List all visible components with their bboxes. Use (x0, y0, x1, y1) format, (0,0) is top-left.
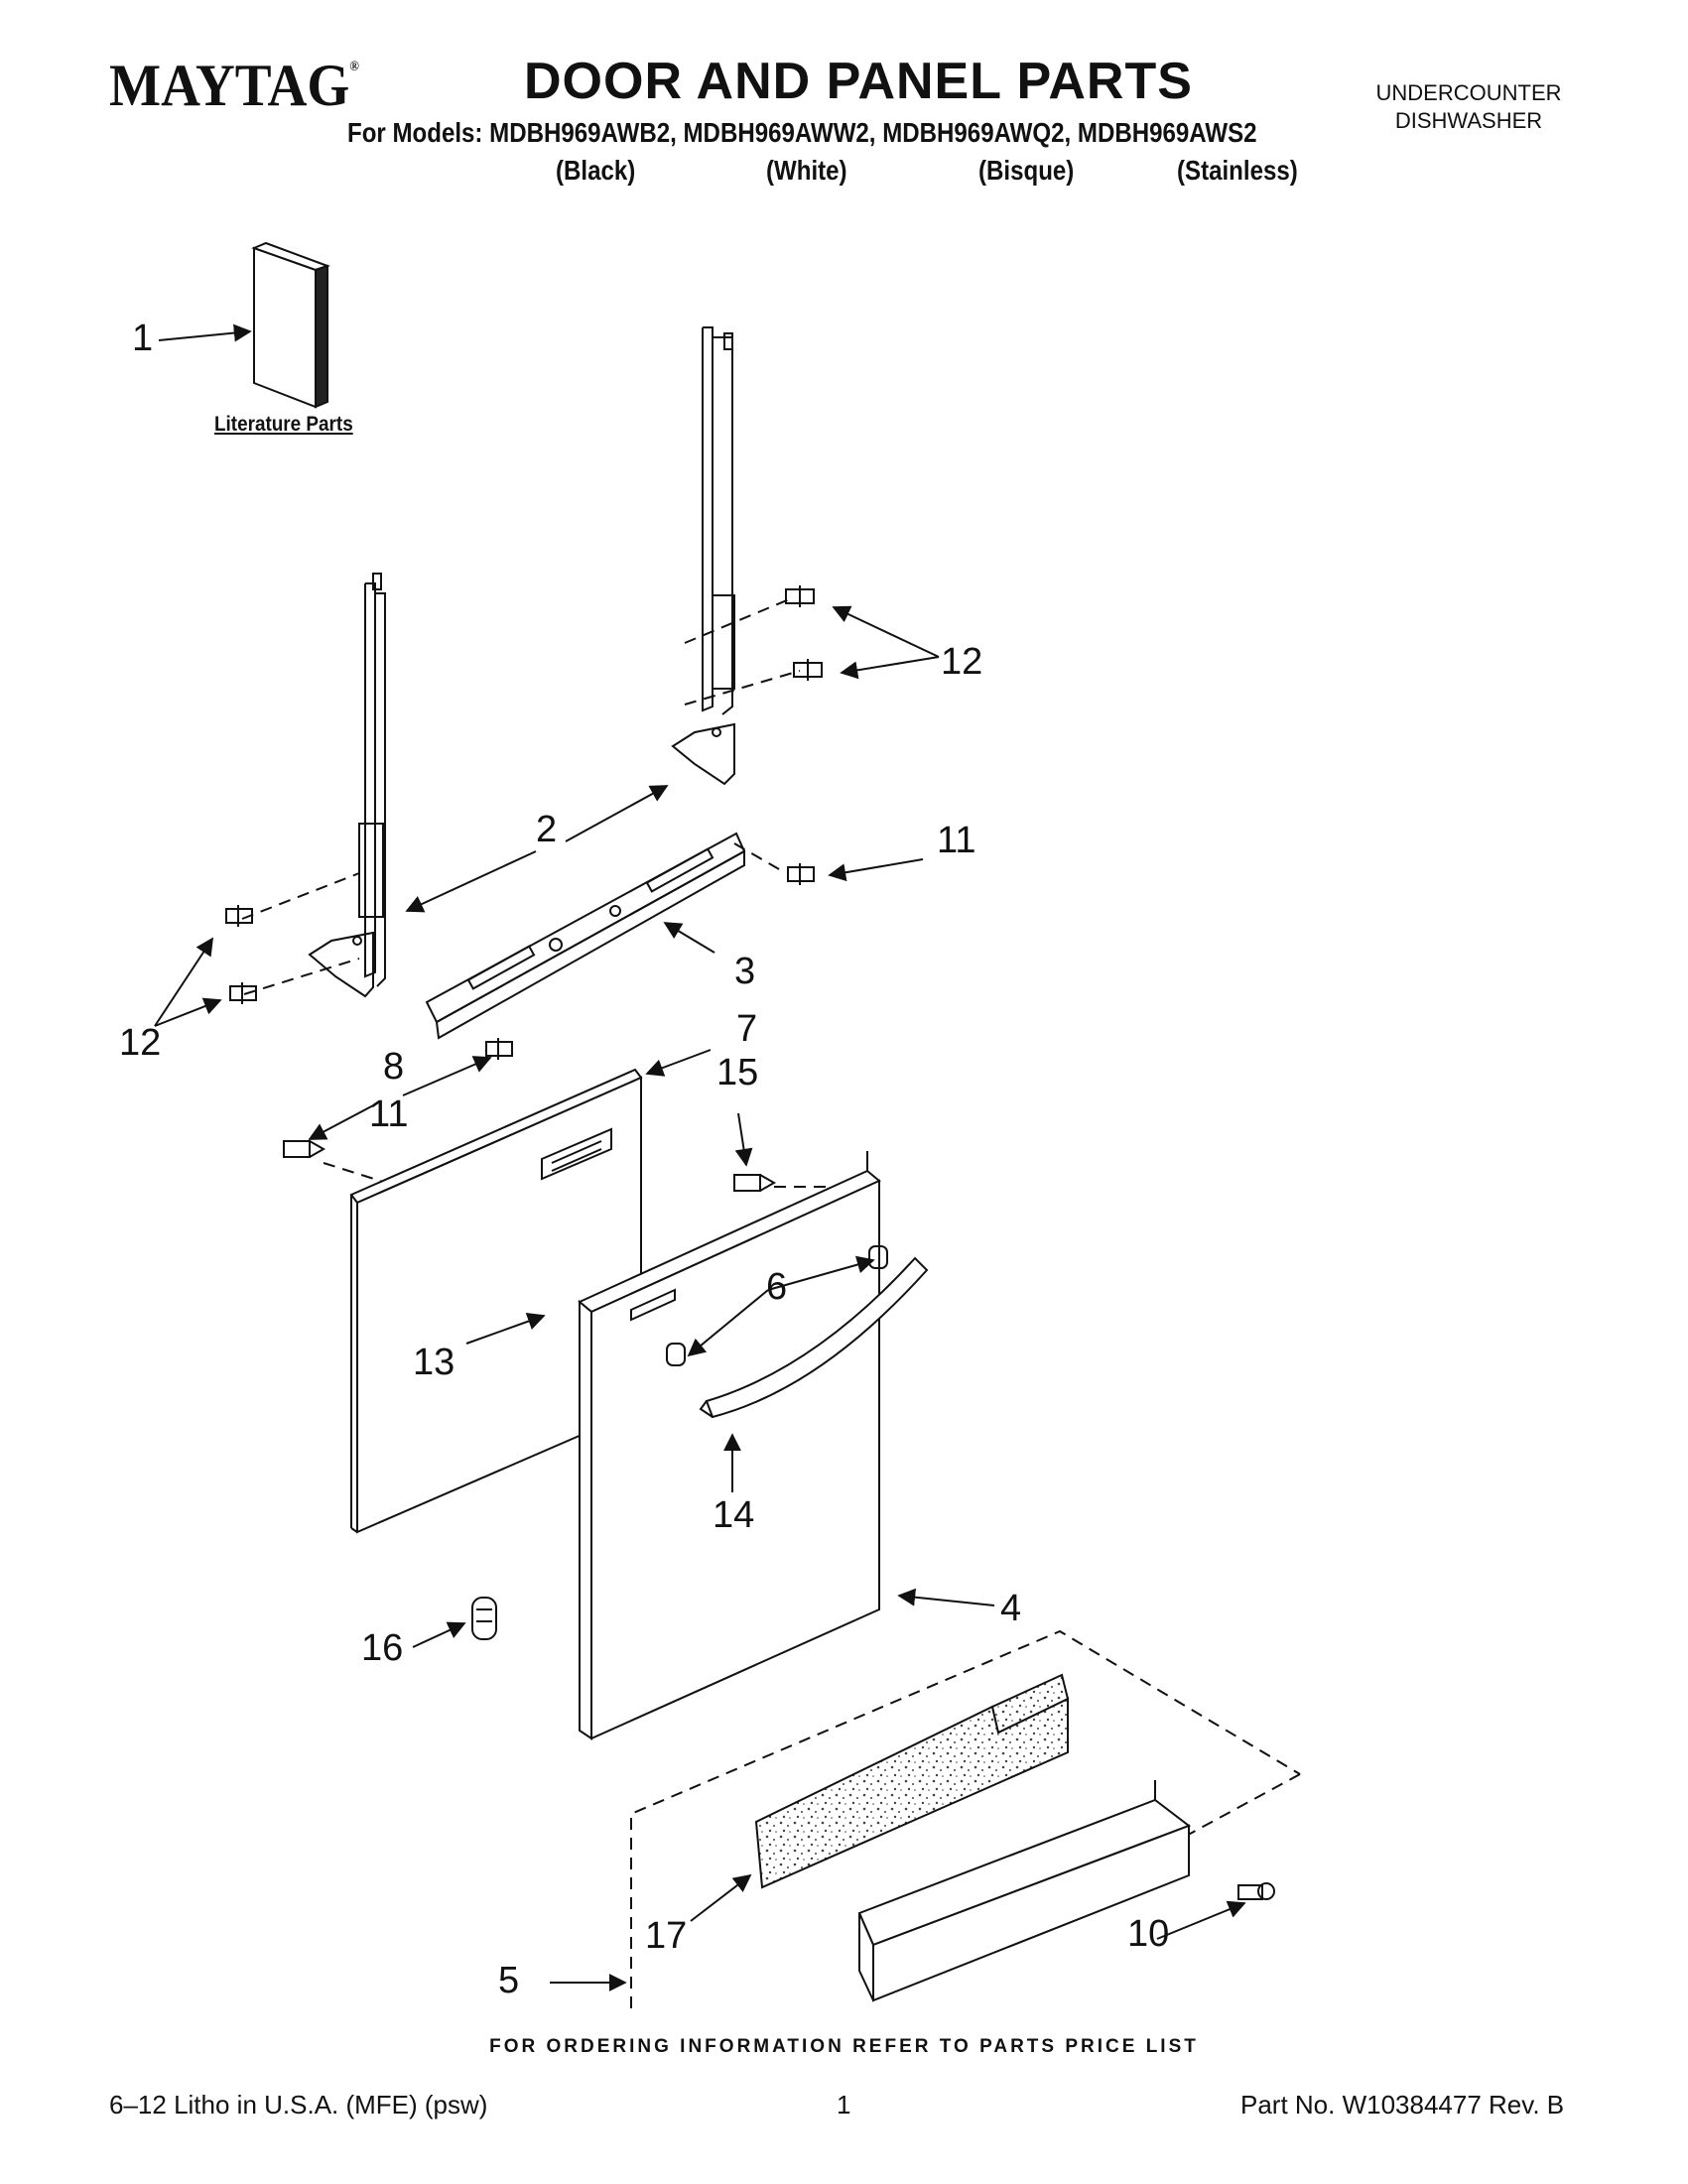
bracket-screw-right (787, 863, 815, 885)
toe-panel (857, 1780, 1192, 2002)
callout-12-right: 12 (941, 641, 983, 683)
handle-bumper-left (666, 1343, 686, 1366)
right-door-hinge (671, 326, 735, 786)
callout-2: 2 (536, 809, 558, 850)
callout-8: 8 (383, 1046, 405, 1088)
callout-10: 10 (1127, 1913, 1170, 1955)
hinge-screw-upper-1 (785, 585, 815, 607)
control-bezel (541, 1127, 612, 1181)
panel-screw (283, 1140, 326, 1158)
color-bisque: (Bisque) (978, 155, 1075, 186)
callout-14: 14 (713, 1494, 755, 1536)
callout-leaders (154, 605, 1246, 1991)
left-door-hinge (308, 573, 386, 998)
literature-parts-label: Literature Parts (214, 413, 353, 436)
hinge-screw-left-2 (229, 982, 257, 1004)
callout-17: 17 (645, 1915, 688, 1957)
brand-logo: MAYTAG® (109, 52, 359, 120)
page-number: 1 (837, 2090, 851, 2120)
door-handle (699, 1256, 929, 1419)
callout-6: 6 (766, 1266, 788, 1308)
part-number: Part No. W10384477 Rev. B (1240, 2090, 1565, 2120)
callout-16: 16 (361, 1627, 404, 1669)
callout-11-left: 11 (369, 1093, 409, 1135)
callout-15: 15 (716, 1052, 759, 1093)
registered-mark: ® (349, 60, 359, 74)
color-white: (White) (766, 155, 847, 186)
callout-7: 7 (736, 1008, 758, 1050)
callout-13: 13 (413, 1342, 455, 1383)
appliance-category: UNDERCOUNTER DISHWASHER (1350, 79, 1588, 135)
callout-3: 3 (734, 951, 756, 992)
mounting-bracket (425, 832, 746, 1040)
bracket-screw-left (485, 1038, 513, 1060)
callout-5: 5 (498, 1960, 520, 2001)
toe-panel-screw (1237, 1882, 1275, 1900)
hinge-screw-upper-2 (793, 659, 823, 681)
page-title: DOOR AND PANEL PARTS (524, 53, 1193, 110)
callout-11-right: 11 (937, 820, 976, 861)
inner-door-panel (349, 1068, 643, 1534)
color-black: (Black) (556, 155, 636, 186)
callout-1: 1 (132, 318, 154, 359)
toe-panel-insulation (754, 1673, 1070, 1889)
door-clip (471, 1597, 497, 1640)
literature-booklet (251, 241, 331, 409)
category-line-1: UNDERCOUNTER (1375, 80, 1562, 105)
outer-door-panel (578, 1151, 881, 1740)
ordering-note: FOR ORDERING INFORMATION REFER TO PARTS … (489, 2036, 1199, 2057)
color-stainless: (Stainless) (1177, 155, 1298, 186)
category-line-2: DISHWASHER (1394, 108, 1543, 133)
model-list: For Models: MDBH969AWB2, MDBH969AWW2, MD… (347, 117, 1257, 148)
callout-4: 4 (1000, 1588, 1022, 1629)
litho-info: 6–12 Litho in U.S.A. (MFE) (psw) (109, 2090, 488, 2120)
callout-12-left: 12 (119, 1022, 162, 1064)
brand-name: MAYTAG (109, 53, 350, 118)
door-screw (733, 1174, 777, 1192)
